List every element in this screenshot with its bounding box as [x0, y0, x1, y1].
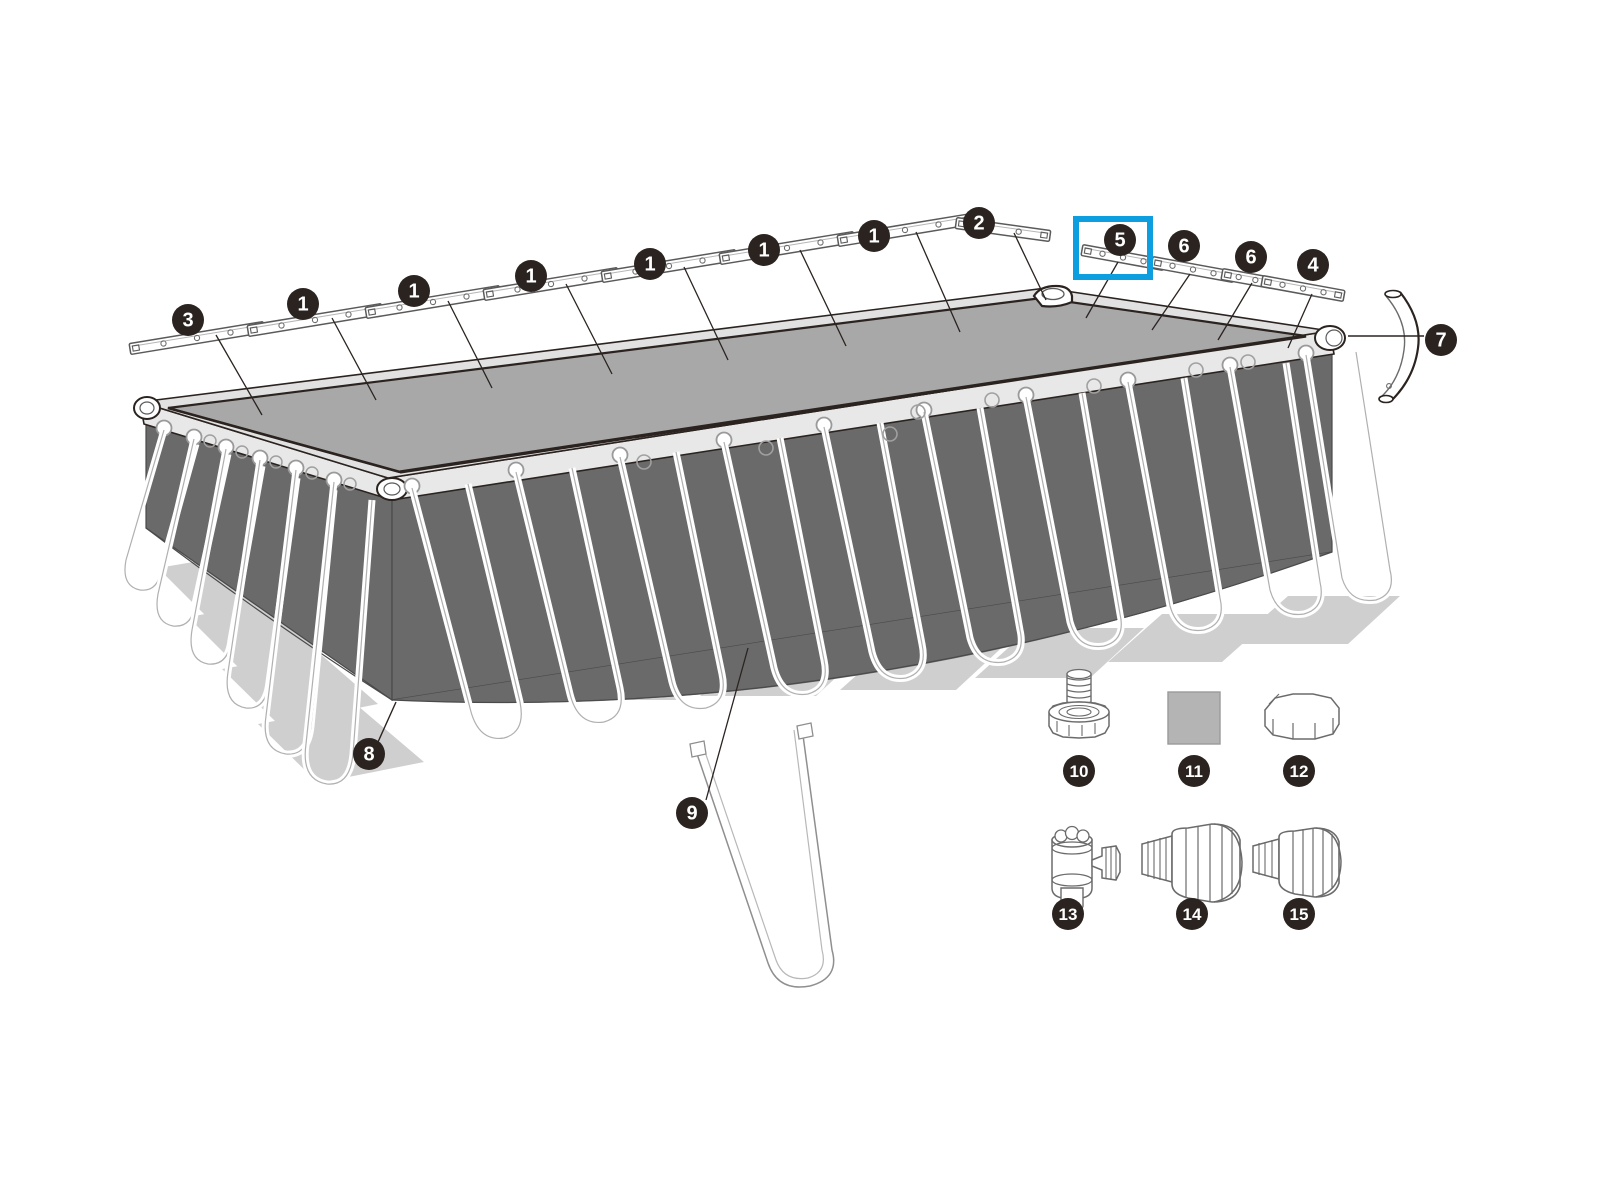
callout-number: 4 [1307, 255, 1319, 277]
callout-badge-1[interactable]: 1 [398, 275, 430, 307]
pool-body [121, 284, 1395, 788]
corner-joint-front-left [376, 477, 408, 501]
callout-badge-4[interactable]: 4 [1297, 249, 1329, 281]
corner-joint-back-left [133, 396, 161, 420]
callout-number: 11 [1185, 762, 1203, 781]
callout-number: 1 [525, 266, 536, 288]
callout-badge-1[interactable]: 1 [515, 260, 547, 292]
callout-badge-7[interactable]: 7 [1425, 324, 1457, 356]
callout-circle [1425, 324, 1457, 356]
callout-number: 6 [1245, 247, 1256, 269]
top-rail-bar-part-1 [718, 231, 856, 265]
top-rail-bar-part-4 [1260, 275, 1346, 302]
callout-circle [353, 738, 385, 770]
top-rail-bar-part-1 [836, 213, 974, 247]
callout-number: 10 [1070, 762, 1089, 781]
callout-number: 1 [297, 294, 308, 316]
part-5-highlight-box[interactable] [1073, 216, 1153, 280]
callout-circle [963, 207, 995, 239]
callout-badge-1[interactable]: 1 [858, 220, 890, 252]
top-rail-bar-part-1 [600, 249, 738, 283]
part-7-corner-joint [1348, 289, 1424, 404]
callout-badge-10[interactable]: 10 [1063, 755, 1095, 787]
callout-badge-14[interactable]: 14 [1176, 898, 1208, 930]
cap-plug-part [1264, 693, 1340, 740]
callout-circle [1052, 898, 1084, 930]
callout-number: 12 [1290, 762, 1309, 781]
callout-badge-2[interactable]: 2 [963, 207, 995, 239]
callout-circle [748, 234, 780, 266]
callout-number: 13 [1059, 905, 1078, 924]
callout-badge-8[interactable]: 8 [353, 738, 385, 770]
callout-number: 7 [1435, 330, 1446, 352]
pool-eyelets-back [203, 354, 1256, 491]
callout-number: 3 [182, 310, 193, 332]
callout-circle [1297, 249, 1329, 281]
top-rail-bar-part-1 [482, 267, 620, 301]
callout-badge-9[interactable]: 9 [676, 797, 708, 829]
callout-circle [676, 797, 708, 829]
callout-circle [1235, 241, 1267, 273]
callout-circle [634, 248, 666, 280]
pool-legs-front [403, 344, 1395, 742]
mid-rail-connector [1032, 284, 1074, 308]
callout-number: 9 [686, 803, 697, 825]
part-9-leg-strut [689, 647, 839, 992]
pool-legs-left [121, 419, 376, 788]
callout-badge-1[interactable]: 1 [287, 288, 319, 320]
corner-joint-back-right [1314, 325, 1346, 351]
callout-circle [1283, 755, 1315, 787]
callout-number: 2 [973, 213, 984, 235]
callout-circle [1176, 898, 1208, 930]
callout-badge-13[interactable]: 13 [1052, 898, 1084, 930]
drain-valve-part [1051, 825, 1121, 911]
callout-circle [1104, 224, 1136, 256]
callout-number: 15 [1290, 905, 1309, 924]
callout-number: 5 [1114, 230, 1125, 252]
callout-circle [287, 288, 319, 320]
threaded-bolt-part [1048, 668, 1110, 739]
callout-number: 1 [644, 254, 655, 276]
callout-number: 1 [408, 281, 419, 303]
inlet-fitting-part [1141, 823, 1243, 903]
callout-number: 1 [758, 240, 769, 262]
callout-badge-11[interactable]: 11 [1178, 755, 1210, 787]
callout-badge-1[interactable]: 1 [634, 248, 666, 280]
callout-circle [1168, 230, 1200, 262]
repair-patch-part [1167, 691, 1221, 745]
top-rail-bar-part-1 [364, 285, 502, 319]
callout-circle [1178, 755, 1210, 787]
callout-badge-6[interactable]: 6 [1235, 241, 1267, 273]
callout-badge-12[interactable]: 12 [1283, 755, 1315, 787]
callout-circle [172, 304, 204, 336]
outlet-fitting-part [1252, 827, 1342, 898]
small-parts-group [1048, 668, 1342, 911]
callout-number: 14 [1183, 905, 1202, 924]
callout-badge-6[interactable]: 6 [1168, 230, 1200, 262]
callout-circle [1063, 755, 1095, 787]
callout-circle [1283, 898, 1315, 930]
callout-circle [858, 220, 890, 252]
callout-circle [398, 275, 430, 307]
callout-badge-1[interactable]: 1 [748, 234, 780, 266]
callout-number: 1 [868, 226, 879, 248]
callout-badge-5[interactable]: 5 [1104, 224, 1136, 256]
callout-badge-15[interactable]: 15 [1283, 898, 1315, 930]
rail-leader-lines [215, 231, 1313, 416]
callout-number: 8 [363, 744, 374, 766]
callout-circle [515, 260, 547, 292]
callout-badge-3[interactable]: 3 [172, 304, 204, 336]
callout-number: 6 [1178, 236, 1189, 258]
part-8-leader [377, 701, 397, 743]
